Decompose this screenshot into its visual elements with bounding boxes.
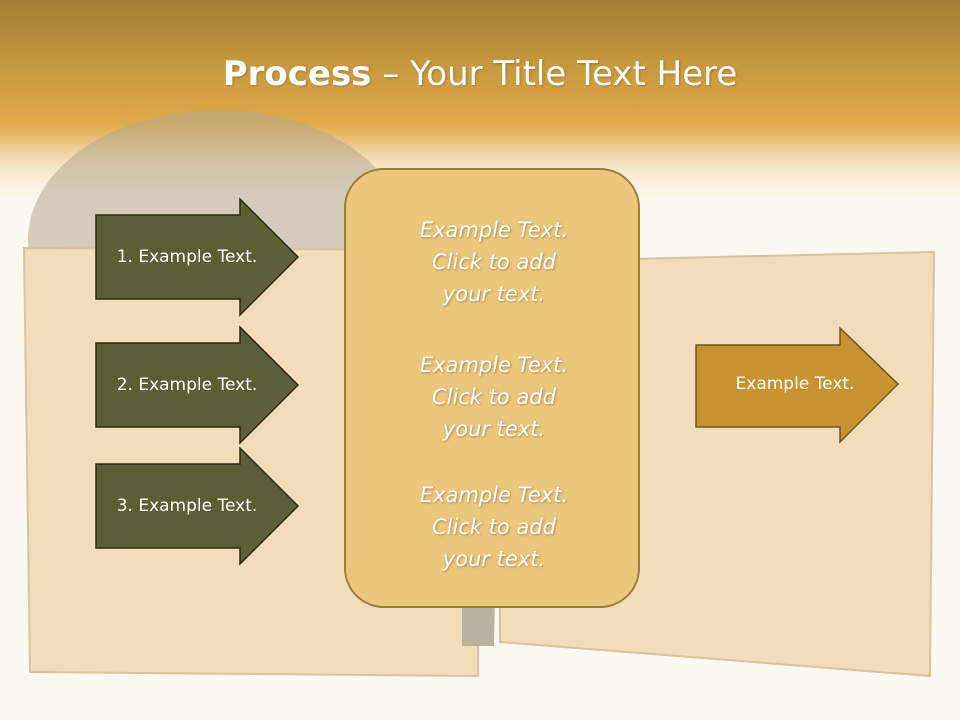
arrow-shape-3 — [95, 446, 300, 566]
center-block-3: Example Text. Click to add your text. — [346, 479, 642, 575]
step-arrow-1[interactable]: 1. Example Text. — [95, 197, 300, 317]
center-block-3-line-1: Example Text. — [419, 483, 569, 507]
title-rest: – Your Title Text Here — [371, 54, 738, 94]
output-arrow-shape — [695, 326, 900, 444]
step-arrow-2[interactable]: 2. Example Text. — [95, 325, 300, 445]
step-label-3: 3. Example Text. — [116, 496, 258, 516]
center-block-2-line-2: Click to add — [431, 385, 556, 409]
center-block-2: Example Text. Click to add your text. — [346, 349, 642, 445]
arrow-shape-1 — [95, 197, 300, 317]
center-block-2-line-3: your text. — [442, 417, 546, 441]
arrow-fill-3 — [95, 446, 300, 566]
center-block-1: Example Text. Click to add your text. — [346, 214, 642, 310]
center-block-1-line-3: your text. — [442, 282, 546, 306]
step-label-2: 2. Example Text. — [116, 375, 258, 395]
center-text-box[interactable]: Example Text. Click to add your text. Ex… — [344, 168, 640, 608]
output-arrow-fill — [695, 326, 900, 444]
page-title: Process – Your Title Text Here — [0, 50, 960, 98]
center-block-3-line-2: Click to add — [431, 515, 556, 539]
center-block-3-line-3: your text. — [442, 547, 546, 571]
output-arrow[interactable]: Example Text. — [695, 326, 900, 445]
center-block-2-line-1: Example Text. — [419, 353, 569, 377]
arrow-fill-2 — [95, 325, 300, 445]
center-block-1-line-1: Example Text. — [419, 218, 569, 242]
step-arrow-3[interactable]: 3. Example Text. — [95, 446, 300, 566]
title-bold: Process — [222, 54, 372, 94]
arrow-shape-2 — [95, 325, 300, 445]
arrow-fill-1 — [95, 197, 300, 317]
step-label-1: 1. Example Text. — [116, 247, 258, 267]
output-label: Example Text. — [735, 374, 855, 394]
center-block-1-line-2: Click to add — [431, 250, 556, 274]
